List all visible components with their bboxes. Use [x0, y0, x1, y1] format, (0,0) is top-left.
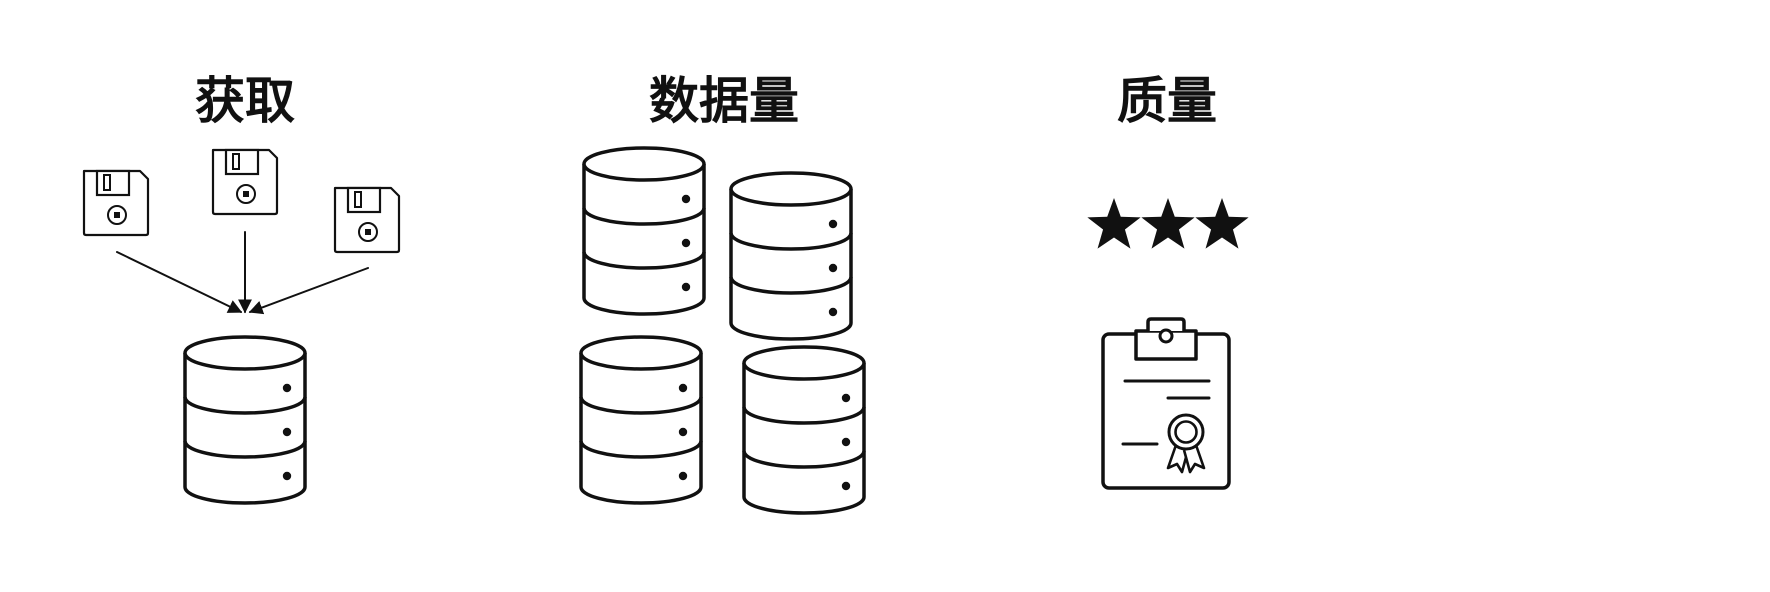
volume-heading: 数据量 — [649, 72, 799, 130]
database-icon — [582, 146, 706, 316]
star-icon — [1195, 198, 1249, 249]
database-icon — [183, 335, 307, 505]
acquire-heading: 获取 — [195, 72, 295, 130]
floppy-icon — [82, 169, 150, 237]
quality-heading: 质量 — [1117, 72, 1217, 130]
acquire-column: 获取 — [82, 72, 401, 505]
star-icon — [1141, 198, 1195, 249]
certificate-clipboard-icon — [1101, 317, 1231, 490]
star-icon — [1087, 198, 1141, 249]
quality-column: 质量 — [1087, 72, 1249, 490]
database-icon — [579, 335, 703, 505]
floppy-icon — [333, 186, 401, 254]
database-icon — [742, 345, 866, 515]
arrow-icon — [116, 251, 243, 313]
volume-column: 数据量 — [579, 72, 866, 515]
arrow-icon — [248, 267, 369, 315]
star-rating — [1087, 198, 1249, 249]
database-icon — [729, 171, 853, 341]
floppy-icon — [211, 148, 279, 216]
